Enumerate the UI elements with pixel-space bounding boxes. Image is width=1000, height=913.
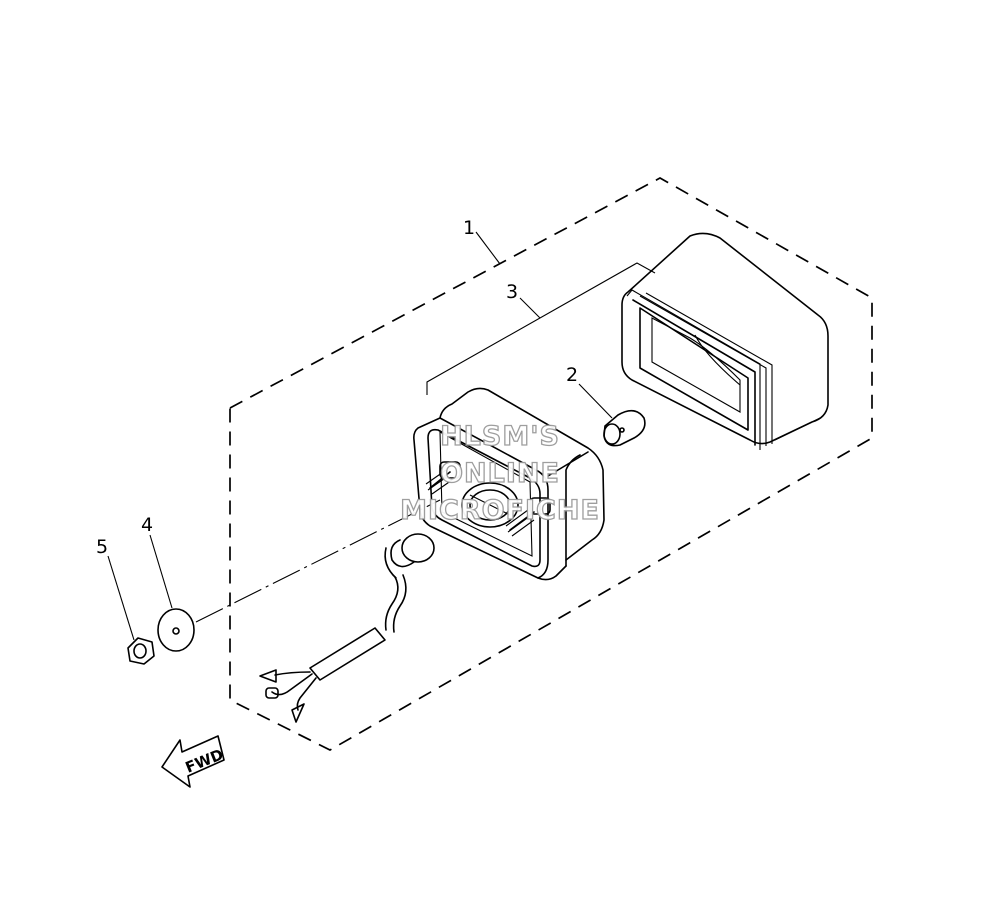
assembly-center-line bbox=[195, 499, 441, 623]
lamp-housing bbox=[413, 387, 605, 581]
mounting-stud-upper bbox=[425, 461, 461, 495]
leader-line-5 bbox=[107, 555, 135, 641]
callout-2: 2 bbox=[566, 364, 578, 386]
callout-5: 5 bbox=[96, 536, 108, 558]
callout-1: 1 bbox=[463, 217, 475, 239]
bulb-socket-ring bbox=[461, 482, 519, 528]
lens-cover bbox=[621, 232, 829, 450]
fwd-label: FWD bbox=[183, 745, 226, 776]
nut bbox=[127, 637, 155, 665]
svg-text:ONLINE: ONLINE bbox=[440, 458, 560, 489]
part-3-bracket bbox=[426, 262, 656, 395]
leader-line-1 bbox=[475, 231, 501, 265]
bulb bbox=[603, 409, 646, 447]
socket-wire-harness bbox=[259, 533, 435, 723]
leader-line-4 bbox=[149, 534, 173, 609]
fwd-direction-arrow: FWD bbox=[161, 735, 226, 788]
callout-4: 4 bbox=[141, 514, 153, 536]
watermark: HLSM'S ONLINE MICROFICHE bbox=[399, 420, 600, 526]
leader-line-2 bbox=[578, 383, 613, 419]
washer bbox=[157, 608, 195, 652]
leader-line-3 bbox=[519, 297, 541, 319]
svg-text:MICROFICHE: MICROFICHE bbox=[400, 495, 600, 526]
callout-3: 3 bbox=[506, 281, 518, 303]
assembly-boundary bbox=[229, 177, 873, 751]
svg-text:HLSM'S: HLSM'S bbox=[440, 421, 560, 452]
mounting-stud-lower bbox=[505, 497, 551, 537]
